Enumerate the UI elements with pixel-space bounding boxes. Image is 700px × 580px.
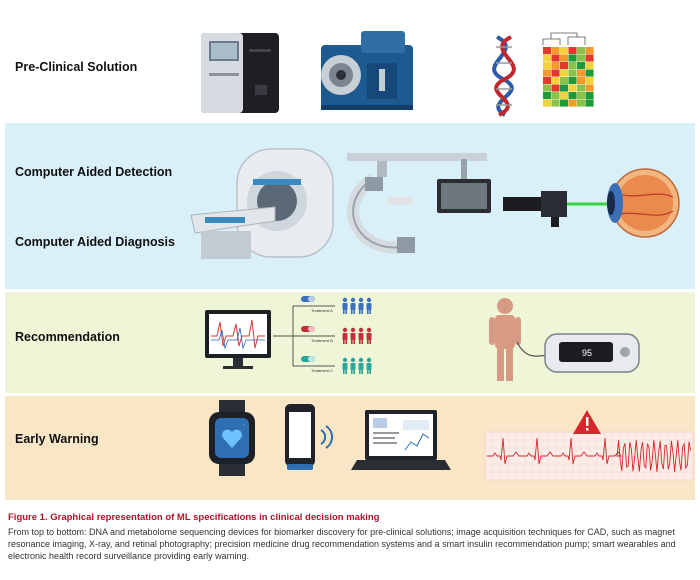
person-icon [489, 298, 521, 381]
insulin-pump-icon: 95 [516, 333, 640, 373]
band-label-diagnosis: Computer Aided Diagnosis [15, 235, 175, 249]
band-label-recommendation: Recommendation [15, 330, 120, 344]
mass-spectrometer-icon [321, 31, 413, 110]
pill-icon [301, 296, 315, 302]
treatment-label-c: Treatment C [311, 368, 333, 373]
smartphone-icon [285, 404, 333, 470]
warning-icon [573, 410, 601, 434]
sequencer-icon [201, 33, 279, 113]
mri-scanner-icon [190, 148, 334, 259]
treatment-label-a: Treatment A [311, 308, 333, 313]
cad-illustration [190, 148, 680, 259]
figure-caption: Figure 1. Graphical representation of ML… [8, 512, 692, 562]
ecg-monitor-icon [205, 310, 271, 369]
early-warning-illustration: :: [209, 400, 694, 481]
people-icon [342, 297, 372, 374]
band-label-early-warning: Early Warning [15, 432, 99, 446]
caption-text: From top to bottom: DNA and metabolome s… [8, 527, 676, 561]
dna-helix-icon [492, 35, 516, 117]
pill-icon [301, 356, 315, 362]
pump-reading: 95 [582, 348, 592, 358]
monitor-icon [437, 159, 491, 213]
xray-c-arm-icon [347, 153, 487, 254]
preclinical-illustration [201, 31, 594, 117]
band-label-detection: Computer Aided Detection [15, 165, 173, 179]
treatment-label-b: Treatment B [311, 338, 333, 343]
band-label-preclinical: Pre-Clinical Solution [15, 60, 138, 74]
band-early-warning: Early Warning :: [5, 396, 695, 500]
treatment-branches [273, 305, 335, 367]
pill-icon [301, 326, 315, 332]
recommendation-illustration: Treatment A Treatment B Treatment C 95 [205, 296, 640, 381]
smartwatch-icon: :: [209, 400, 255, 476]
band-cad: Computer Aided Detection Computer Aided … [5, 123, 695, 289]
heatmap-icon [542, 32, 594, 107]
ecg-trace-icon [484, 431, 694, 481]
eye-icon [607, 168, 680, 238]
caption-title: Figure 1. Graphical representation of ML… [8, 512, 380, 523]
svg-text:::: :: [243, 422, 245, 427]
band-preclinical: Pre-Clinical Solution [5, 5, 695, 120]
laptop-icon [351, 410, 451, 470]
band-recommendation: Recommendation [5, 292, 695, 393]
